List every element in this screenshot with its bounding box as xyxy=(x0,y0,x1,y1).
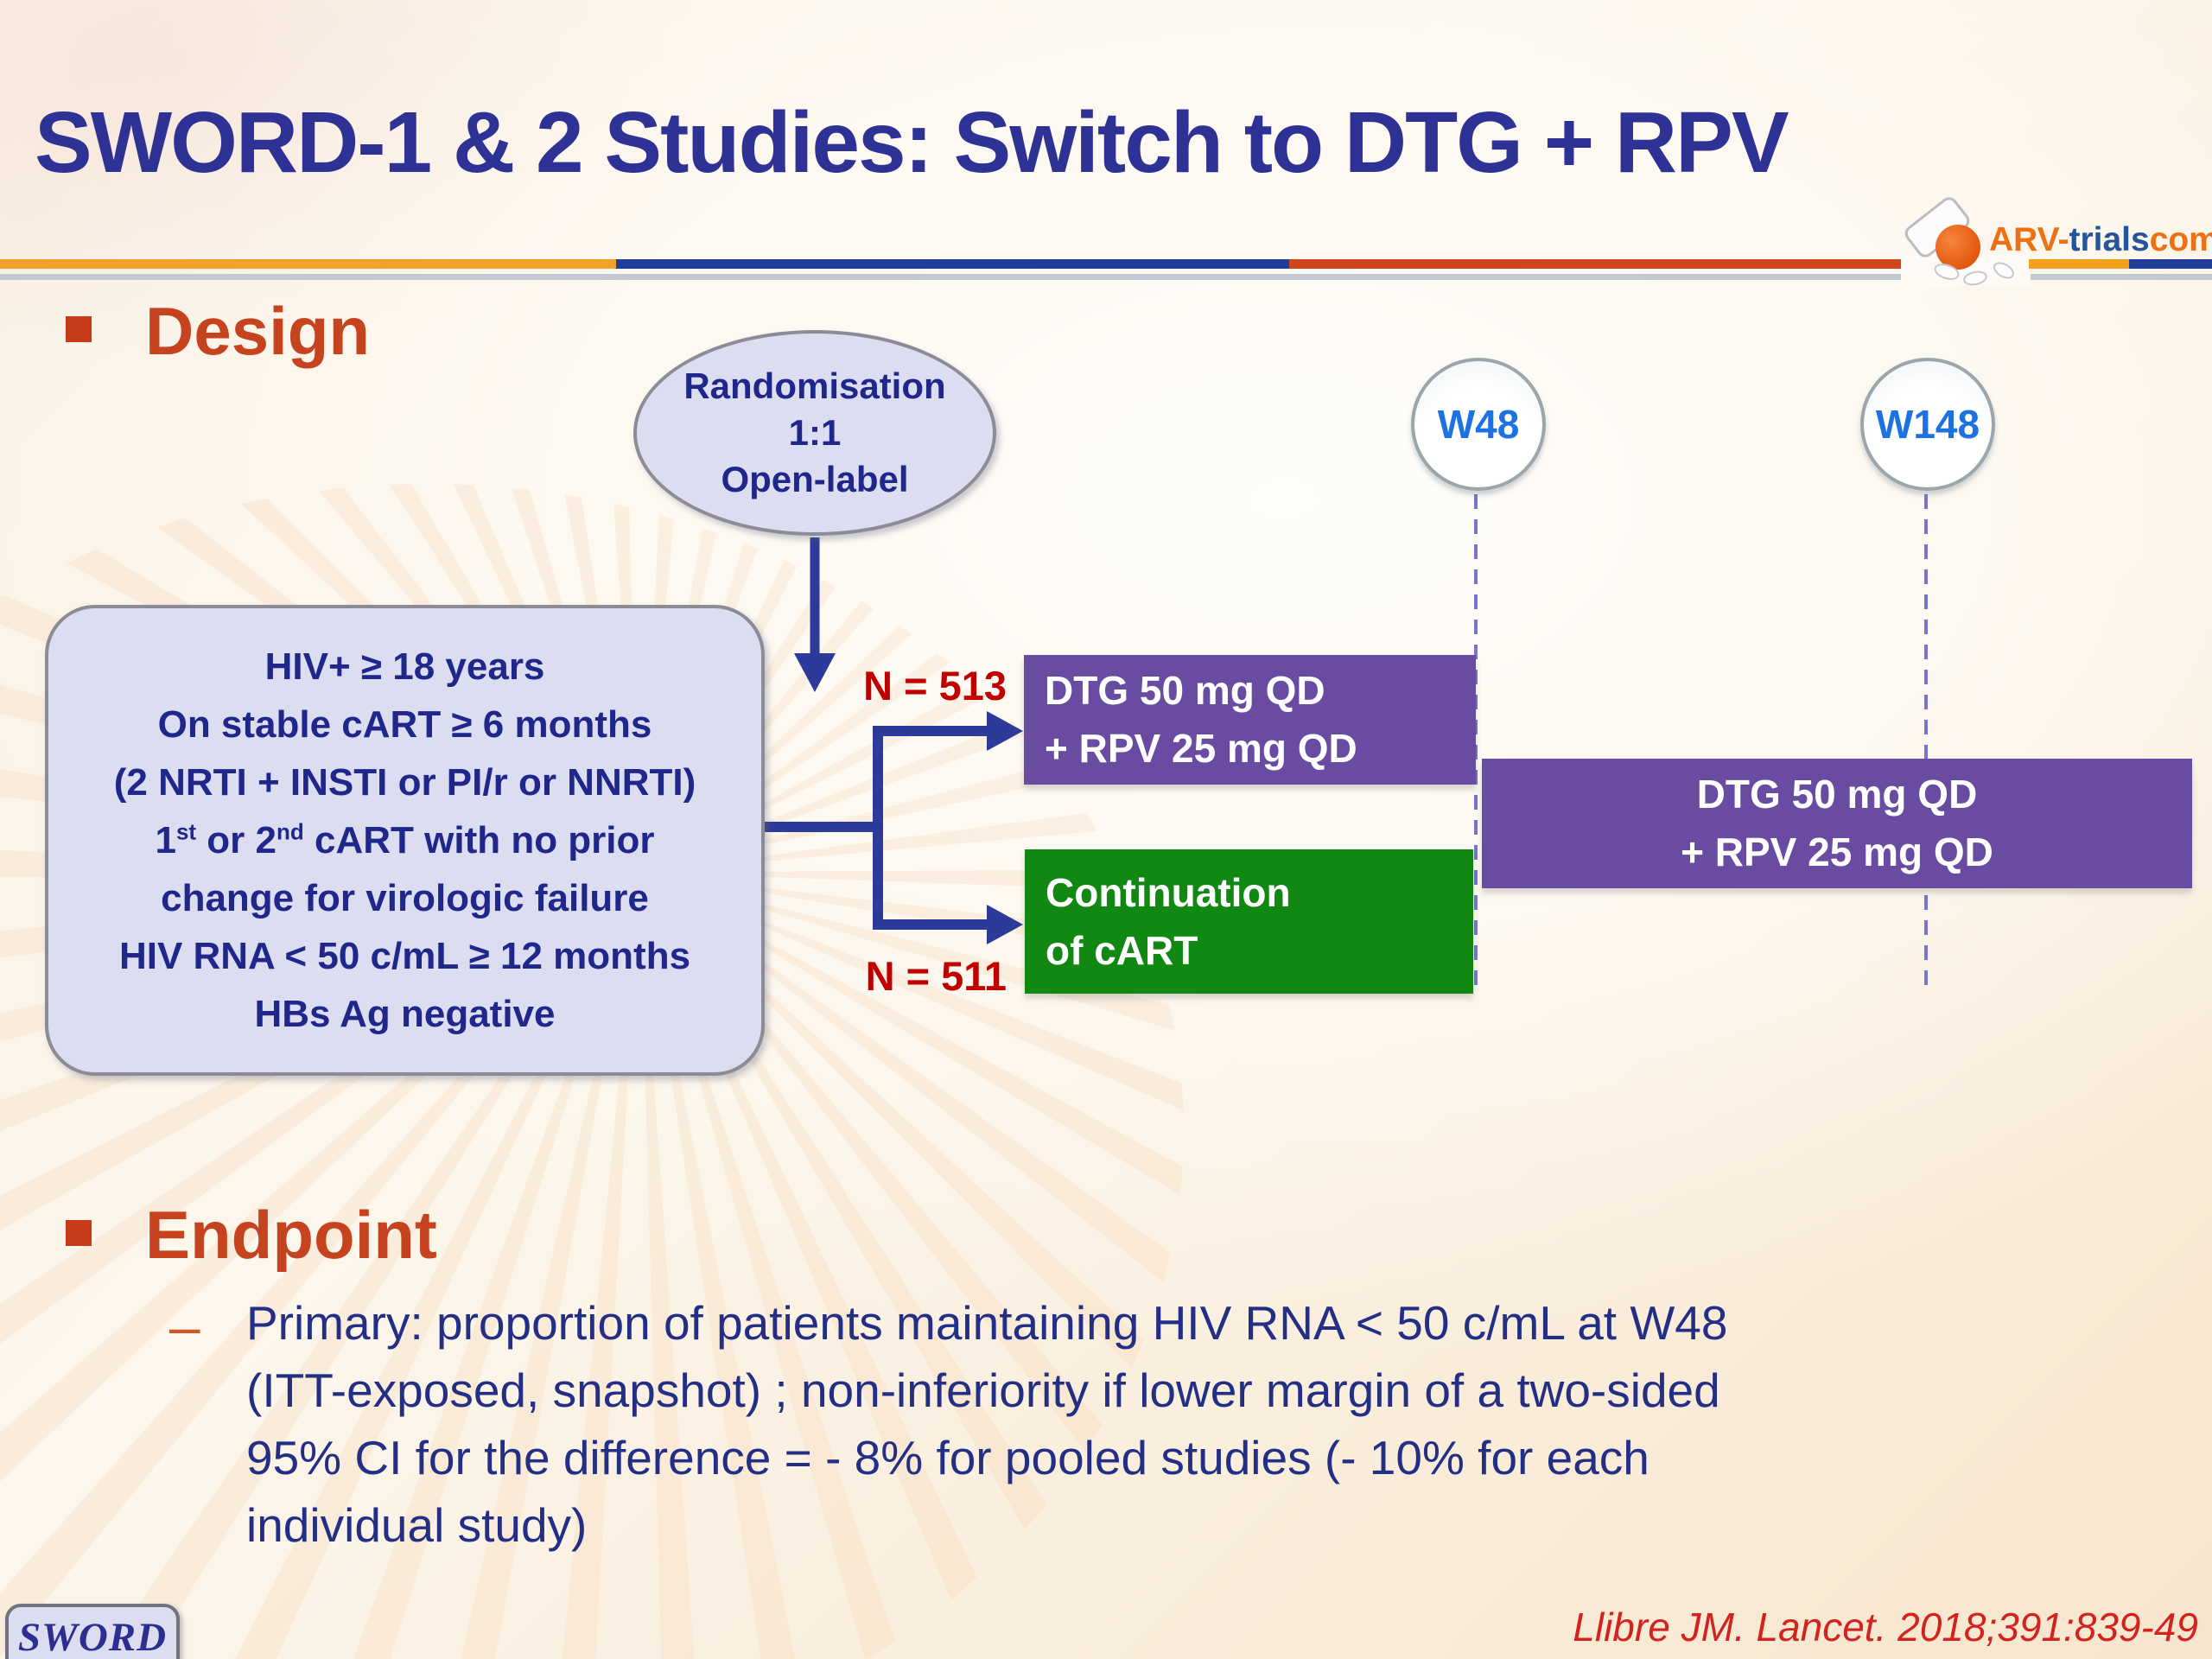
endpoint-heading: Endpoint xyxy=(145,1197,437,1273)
w148-label: W148 xyxy=(1875,402,1980,447)
w48-timepoint-circle: W48 xyxy=(1411,358,1546,491)
extension-dtg-rpv-box: DTG 50 mg QD + RPV 25 mg QD xyxy=(1482,759,2192,888)
extension-line: + RPV 25 mg QD xyxy=(1681,830,1993,874)
eligibility-criteria-box: HIV+ ≥ 18 years On stable cART ≥ 6 month… xyxy=(45,605,765,1076)
citation: Llibre JM. Lancet. 2018;391:839-49 xyxy=(1573,1605,2198,1649)
arm1-n-label: N = 513 xyxy=(863,663,1007,709)
randomisation-line: Open-label xyxy=(721,459,909,499)
w148-timepoint-circle: W148 xyxy=(1860,358,1995,491)
criteria-line: HIV RNA < 50 c/mL ≥ 12 months xyxy=(118,935,691,977)
logo-text-blue: trials xyxy=(2069,221,2150,258)
design-heading: Design xyxy=(145,293,371,369)
sword-badge: SWORD xyxy=(5,1604,180,1659)
arm1-line: DTG 50 mg QD xyxy=(1045,668,1325,713)
right-arrowhead-icon xyxy=(987,905,1023,944)
header-rule-colored xyxy=(0,259,2212,269)
arm2-continuation-box: Continuation of cART xyxy=(1025,849,1473,994)
w48-label: W48 xyxy=(1437,402,1520,447)
design-bullet xyxy=(66,316,92,342)
endpoint-line: 95% CI for the difference = - 8% for poo… xyxy=(246,1431,1649,1484)
randomisation-line: 1:1 xyxy=(788,412,842,453)
arm1-dtg-rpv-box: DTG 50 mg QD + RPV 25 mg QD xyxy=(1024,655,1476,785)
logo-text-orange: ARV- xyxy=(1989,221,2069,258)
logo-bar-orange xyxy=(2029,259,2129,269)
criteria-line: (2 NRTI + INSTI or PI/r or NNRTI) xyxy=(113,761,696,804)
criteria-line: On stable cART ≥ 6 months xyxy=(157,703,652,746)
sword-badge-label: SWORD xyxy=(17,1615,168,1659)
down-arrowhead-icon xyxy=(794,653,836,692)
arv-trials-logo: ARV-trialscom xyxy=(1989,221,2212,259)
arm2-n-label: N = 511 xyxy=(865,953,1007,999)
arm2-line: of cART xyxy=(1046,927,1198,973)
criteria-line: change for virologic failure xyxy=(161,877,649,919)
criteria-line: 1st or 2nd cART with no prior xyxy=(155,818,655,861)
page-title: SWORD-1 & 2 Studies: Switch to DTG + RPV xyxy=(35,94,1789,191)
endpoint-dash: – xyxy=(169,1295,200,1357)
endpoint-line: individual study) xyxy=(246,1498,588,1552)
logo-text-suffix: com xyxy=(2149,221,2212,258)
logo-bar-navy xyxy=(2129,259,2212,269)
right-arrowhead-icon xyxy=(987,711,1023,751)
arm2-line: Continuation xyxy=(1046,869,1291,915)
header-rule-gray xyxy=(0,274,2212,280)
endpoint-line: (ITT-exposed, snapshot) ; non-inferiorit… xyxy=(246,1363,1720,1417)
pill-bottle-cap-icon xyxy=(1936,225,1980,270)
arm1-line: + RPV 25 mg QD xyxy=(1045,726,1357,771)
randomisation-ellipse: Randomisation 1:1 Open-label xyxy=(633,330,996,536)
extension-line: DTG 50 mg QD xyxy=(1696,772,1978,817)
randomisation-line: Randomisation xyxy=(683,365,946,406)
endpoint-line: Primary: proportion of patients maintain… xyxy=(246,1296,1728,1350)
endpoint-primary-text: Primary: proportion of patients maintain… xyxy=(246,1289,1727,1559)
criteria-line: HIV+ ≥ 18 years xyxy=(264,645,545,688)
criteria-line: HBs Ag negative xyxy=(254,993,556,1035)
endpoint-bullet xyxy=(66,1220,92,1246)
